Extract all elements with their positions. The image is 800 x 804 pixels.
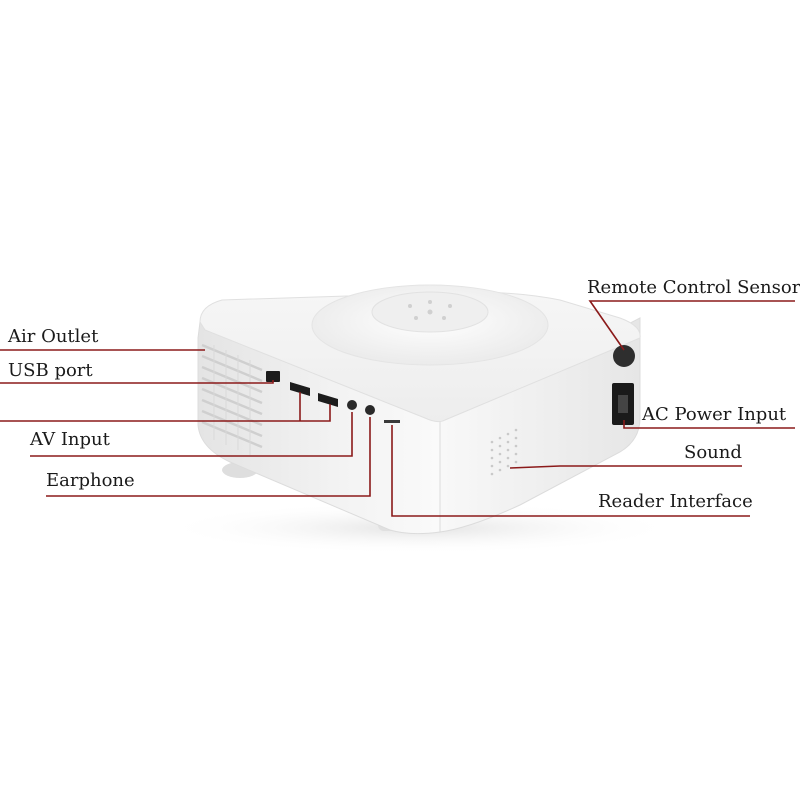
leader-earphone	[46, 417, 371, 497]
label-av-input: AV Input	[30, 429, 110, 450]
leader-usb-port	[0, 380, 274, 384]
label-air-outlet: Air Outlet	[8, 326, 99, 347]
control-buttons	[408, 300, 452, 320]
ac-power-pins	[618, 395, 628, 413]
leader-remote-sensor	[588, 300, 795, 351]
label-usb-port: USB port	[8, 360, 93, 381]
speaker-grille	[490, 428, 518, 476]
hdmi-port-1	[290, 382, 310, 396]
label-sound: Sound	[684, 442, 742, 463]
leader-hdmi	[0, 404, 331, 422]
leader-reader-interface	[391, 425, 750, 517]
projector-side-face	[439, 317, 641, 533]
label-reader-interface: Reader Interface	[598, 491, 753, 512]
usb-port-shape	[266, 371, 280, 382]
air-outlet-vent-columns	[213, 345, 251, 455]
projector-front-face	[197, 321, 441, 535]
av-jack	[347, 400, 357, 410]
label-remote-control-sensor: Remote Control Sensor	[587, 277, 800, 298]
leader-ac-power	[623, 420, 795, 429]
card-slot	[384, 420, 400, 423]
label-earphone: Earphone	[46, 470, 135, 491]
earphone-jack	[365, 405, 375, 415]
leader-sound	[509, 465, 742, 469]
label-ac-power-input: AC Power Input	[642, 404, 787, 425]
air-outlet-vents	[201, 343, 263, 449]
leader-av-input	[30, 412, 353, 457]
leader-lines	[0, 300, 795, 517]
remote-sensor-window	[613, 345, 635, 367]
hdmi-port-2	[318, 393, 338, 407]
